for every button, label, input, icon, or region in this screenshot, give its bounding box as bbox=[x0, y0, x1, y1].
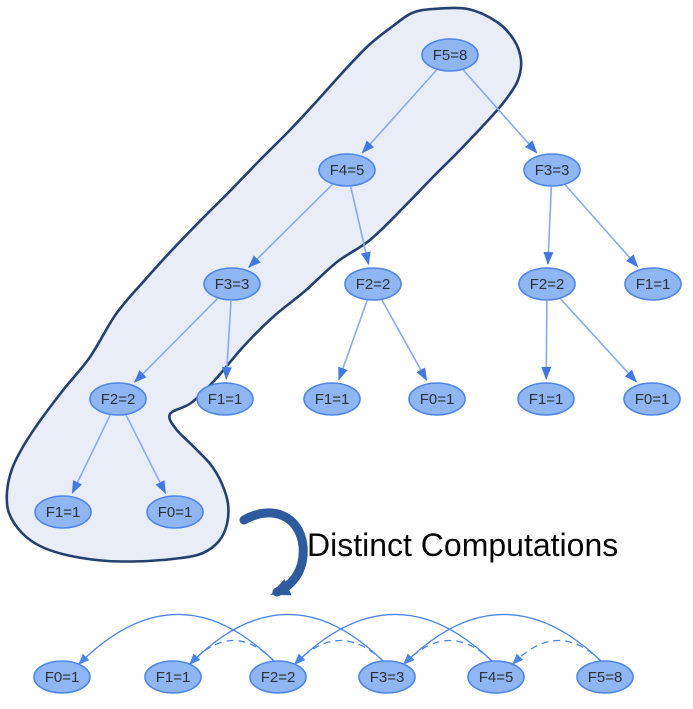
node-label: F2=2 bbox=[530, 276, 565, 293]
tree-node-f5: F5=8 bbox=[421, 38, 479, 72]
tree-edge-f2m-f0m bbox=[381, 299, 428, 382]
node-label: F1=1 bbox=[156, 669, 191, 686]
tree-node-f1r4: F1=1 bbox=[517, 382, 575, 416]
node-label: F1=1 bbox=[636, 276, 671, 293]
distinct-path-highlight-blob bbox=[5, 6, 523, 563]
chain-arc-F5-F4 bbox=[512, 639, 603, 665]
tree-edges bbox=[71, 69, 639, 494]
tree-edge-f3l-f2ll bbox=[133, 298, 219, 383]
node-label: F1=1 bbox=[46, 504, 81, 521]
tree-edge-f3l-f1l4 bbox=[221, 300, 232, 380]
curved-arrow bbox=[239, 508, 308, 597]
node-label: F4=5 bbox=[330, 162, 365, 179]
node-label: F0=1 bbox=[635, 391, 670, 408]
node-label: F3=3 bbox=[215, 276, 250, 293]
tree-edge-f5-f3r bbox=[462, 69, 538, 154]
tree-edge-f3r-f1r3 bbox=[564, 184, 639, 268]
tree-node-f2m: F2=2 bbox=[344, 267, 402, 301]
node-label: F1=1 bbox=[315, 391, 350, 408]
node-label: F2=2 bbox=[261, 669, 296, 686]
tree-edge-f5-f4 bbox=[361, 69, 438, 154]
chain-arc-F2-F0 bbox=[78, 613, 276, 665]
tree-node-f2r: F2=2 bbox=[518, 267, 576, 301]
node-label: F3=3 bbox=[535, 162, 570, 179]
tree-node-f0b: F0=1 bbox=[146, 495, 204, 529]
tree-node-f1r3: F1=1 bbox=[624, 267, 682, 301]
chain-node-F2: F2=2 bbox=[249, 660, 307, 694]
chain-arc-F4-F2 bbox=[294, 613, 494, 665]
node-label: F1=1 bbox=[529, 391, 564, 408]
node-label: F0=1 bbox=[45, 669, 80, 686]
tree-node-f0r: F0=1 bbox=[623, 382, 681, 416]
distinct-computations-label: Distinct Computations bbox=[307, 527, 619, 563]
tree-node-f1l4: F1=1 bbox=[196, 382, 254, 416]
chain-arcs bbox=[78, 613, 603, 665]
chain-arc-F3-F1 bbox=[189, 613, 385, 665]
tree-edge-f2m-f1m bbox=[338, 300, 368, 381]
tree-node-f2ll: F2=2 bbox=[89, 382, 147, 416]
chain-node-F1: F1=1 bbox=[144, 660, 202, 694]
tree-edge-f4-f3l bbox=[248, 184, 333, 269]
tree-edge-f4-f2m bbox=[350, 186, 371, 266]
node-label: F5=8 bbox=[433, 47, 468, 64]
tree-edge-f2r-f0r bbox=[560, 298, 638, 383]
tree-node-f0m: F0=1 bbox=[408, 382, 466, 416]
node-label: F5=8 bbox=[588, 669, 623, 686]
chain-node-F4: F4=5 bbox=[467, 660, 525, 694]
tree-edge-f3r-f2r bbox=[543, 186, 554, 265]
node-label: F1=1 bbox=[208, 391, 243, 408]
chain-node-F5: F5=8 bbox=[576, 660, 634, 694]
node-label: F3=3 bbox=[370, 669, 405, 686]
node-label: F2=2 bbox=[356, 276, 391, 293]
tree-node-f1b: F1=1 bbox=[34, 495, 92, 529]
chain-node-F3: F3=3 bbox=[358, 660, 416, 694]
tree-node-f1m: F1=1 bbox=[303, 382, 361, 416]
tree-node-f3r: F3=3 bbox=[523, 153, 581, 187]
node-label: F4=5 bbox=[479, 669, 514, 686]
chain-nodes: F0=1 F1=1 F2=2 F3=3 F4=5 F5=8 bbox=[33, 660, 634, 694]
tree-node-f3l: F3=3 bbox=[203, 267, 261, 301]
tree-edge-f2ll-f0b bbox=[125, 414, 167, 494]
tree-edge-f2ll-f1b bbox=[71, 414, 111, 494]
tree-node-f4: F4=5 bbox=[318, 153, 376, 187]
node-label: F0=1 bbox=[420, 391, 455, 408]
chain-arc-F5-F3 bbox=[403, 613, 603, 665]
node-label: F0=1 bbox=[158, 504, 193, 521]
node-label: F2=2 bbox=[101, 391, 136, 408]
tree-edge-f2r-f1r4 bbox=[541, 300, 552, 380]
chain-node-F0: F0=1 bbox=[33, 660, 91, 694]
